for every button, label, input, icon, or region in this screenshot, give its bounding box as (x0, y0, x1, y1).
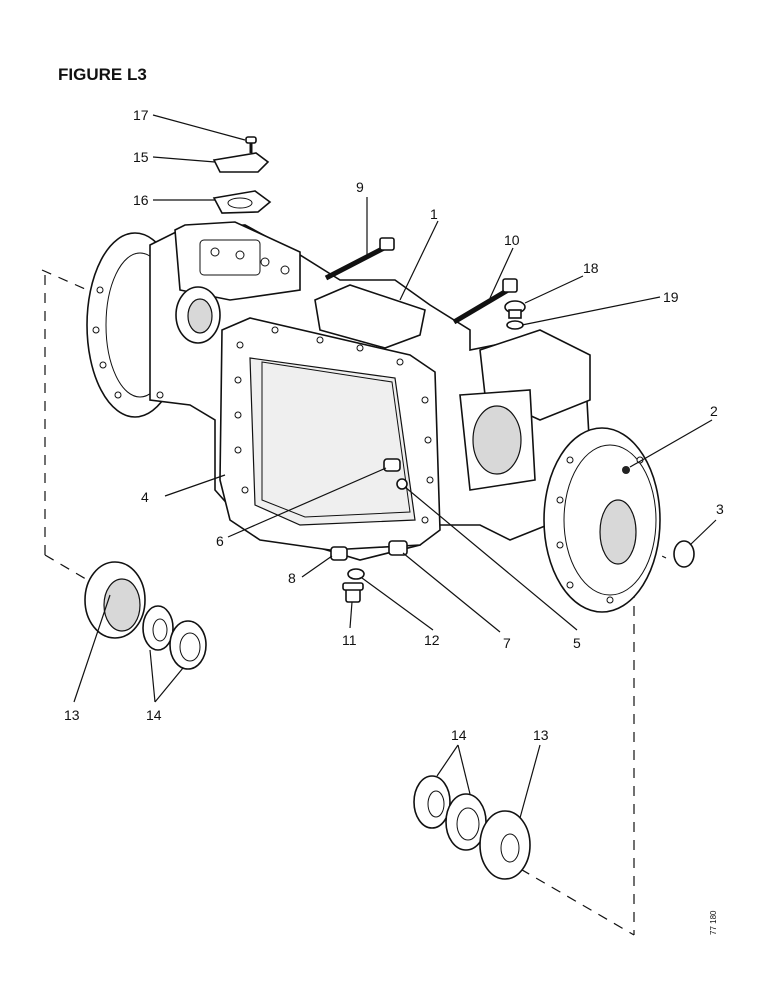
part-9-bolt (324, 237, 395, 281)
part-11-drain-plug (342, 582, 364, 603)
assembly-guide-right-diagonal (504, 859, 635, 936)
callout-7: 7 (503, 635, 511, 651)
part-19-washer (506, 320, 524, 330)
callout-15: 15 (133, 149, 149, 165)
part-3-cap (673, 540, 695, 568)
callout-9: 9 (356, 179, 364, 195)
callout-13-right: 13 (533, 727, 549, 743)
part-6-plug (383, 458, 401, 472)
part-15-cover-plate (212, 152, 270, 173)
callout-12: 12 (424, 632, 440, 648)
callout-18: 18 (583, 260, 599, 276)
callout-16: 16 (133, 192, 149, 208)
callout-numbers: 1 2 3 4 5 6 7 8 9 10 11 12 13 14 14 13 1… (64, 107, 724, 743)
rear-axle-housing (86, 221, 661, 613)
part-12-washer (347, 568, 365, 580)
part-5-dowel (396, 478, 408, 490)
part-18-breather (504, 300, 526, 319)
part-8-plug (330, 546, 348, 561)
part-16-gasket (212, 190, 272, 214)
part-7-plug (388, 540, 408, 556)
figure-title: FIGURE L3 (58, 65, 147, 84)
callout-19: 19 (663, 289, 679, 305)
callout-1: 1 (430, 206, 438, 222)
callout-14-right: 14 (451, 727, 467, 743)
callout-13-left: 13 (64, 707, 80, 723)
drawing-reference: 77 180 (709, 910, 718, 935)
callout-4: 4 (141, 489, 149, 505)
leader-lines (73, 114, 717, 819)
bearing-set-left (84, 561, 207, 670)
part-17-screw (245, 136, 257, 153)
part-10-bolt (452, 278, 518, 325)
callout-17: 17 (133, 107, 149, 123)
callout-8: 8 (288, 570, 296, 586)
callout-10: 10 (504, 232, 520, 248)
callout-2: 2 (710, 403, 718, 419)
assembly-guide-left (41, 269, 93, 293)
callout-6: 6 (216, 533, 224, 549)
callout-14-left: 14 (146, 707, 162, 723)
assembly-guide-left-diagonal (44, 554, 97, 586)
part-2-plug (622, 466, 630, 474)
callout-5: 5 (573, 635, 581, 651)
bearing-set-right (413, 775, 531, 880)
callout-3: 3 (716, 501, 724, 517)
callout-11: 11 (342, 632, 357, 648)
